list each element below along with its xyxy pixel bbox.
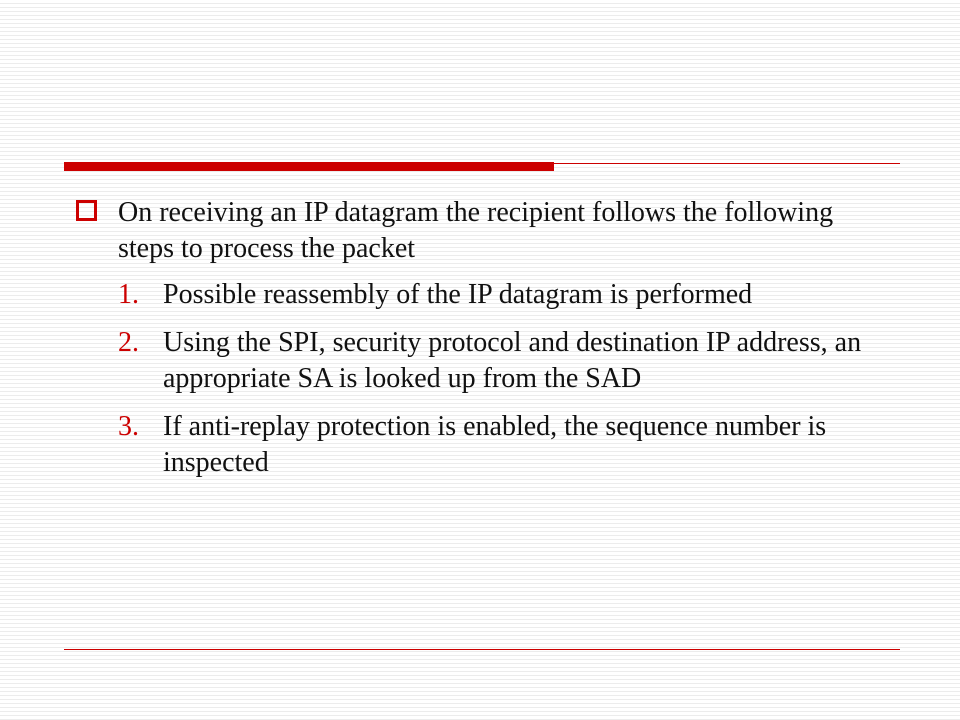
slide-body: On receiving an IP datagram the recipien… [70,195,870,493]
step-text: Using the SPI, security protocol and des… [163,327,862,394]
step-text: Possible reassembly of the IP datagram i… [163,279,753,310]
step-number: 3. [118,411,139,442]
step-item: 1. Possible reassembly of the IP datagra… [70,277,870,313]
bullet-item: On receiving an IP datagram the recipien… [70,195,870,267]
bullet-text: On receiving an IP datagram the recipien… [118,197,834,264]
bottom-rule [64,649,900,650]
hollow-square-icon [76,200,97,221]
steps-list: 1. Possible reassembly of the IP datagra… [70,277,870,481]
top-rule-thin [554,163,900,164]
top-rule-thick [64,162,554,171]
step-text: If anti-replay protection is enabled, th… [163,411,827,478]
step-number: 1. [118,279,139,310]
step-item: 3. If anti-replay protection is enabled,… [70,409,870,481]
step-number: 2. [118,327,139,358]
step-item: 2. Using the SPI, security protocol and … [70,325,870,397]
